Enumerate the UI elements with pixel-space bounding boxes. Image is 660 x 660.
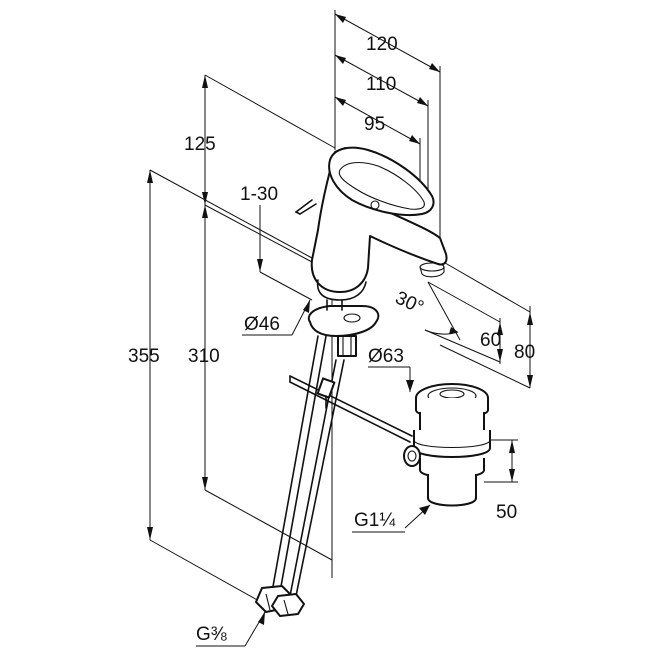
label-120: 120	[366, 34, 398, 55]
label-80: 80	[514, 342, 535, 363]
waste-drain	[403, 383, 491, 507]
label-1-30: 1-30	[240, 184, 278, 205]
label-95: 95	[364, 114, 385, 135]
label-50: 50	[496, 502, 517, 523]
dimension-arrowheads	[147, 14, 533, 540]
label-60: 60	[480, 330, 501, 351]
supply-hoses	[255, 335, 345, 617]
popup-linkage	[289, 375, 413, 443]
label-g1-1-4: G1¼	[354, 510, 396, 531]
label-310: 310	[188, 346, 220, 367]
label-355: 355	[128, 346, 160, 367]
mounting-assembly	[307, 299, 380, 357]
label-diameter-63: Ø63	[368, 346, 404, 367]
label-110: 110	[366, 74, 396, 95]
label-30-degrees: 30°	[392, 287, 427, 318]
label-diameter-46: Ø46	[244, 314, 280, 335]
label-g3-8: G⅜	[196, 624, 227, 645]
dimension-labels: 120 110 95 125 1-30 30° Ø46 Ø63 60 80 35…	[128, 34, 535, 645]
faucet-body	[295, 146, 448, 301]
label-125: 125	[184, 134, 216, 155]
